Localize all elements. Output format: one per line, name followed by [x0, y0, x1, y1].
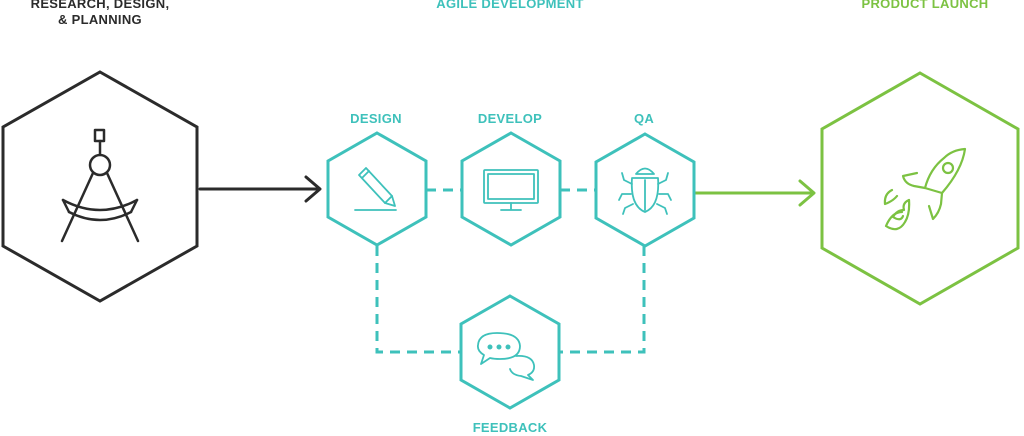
- feedback-hexagon: [459, 294, 561, 410]
- launch-node: [820, 71, 1020, 306]
- research-stage-title-line2: & PLANNING: [58, 12, 142, 27]
- rocket-icon: [883, 147, 967, 231]
- design-node: [326, 131, 428, 247]
- design-to-feedback-connector: [375, 246, 460, 354]
- research-hexagon: [1, 70, 199, 303]
- agile-stage-title: AGILE DEVELOPMENT: [436, 0, 584, 11]
- agile-dashed-connectors: [375, 188, 646, 354]
- design-hexagon: [326, 131, 428, 247]
- qa-step-label: QA: [633, 111, 655, 126]
- develop-hexagon: [460, 131, 562, 247]
- develop-step-label: DEVELOP: [477, 111, 543, 126]
- qa-node: [594, 132, 696, 248]
- develop-node: [460, 131, 562, 247]
- chat-bubbles-icon: [476, 332, 536, 381]
- design-step-label: DESIGN: [350, 111, 402, 126]
- research-node: [1, 70, 199, 303]
- research-stage-title: RESEARCH, DESIGN, & PLANNING: [0, 0, 200, 28]
- feedback-node: [459, 294, 561, 410]
- monitor-icon: [483, 169, 539, 211]
- bug-icon: [618, 167, 672, 215]
- drafting-compass-icon: [60, 128, 140, 243]
- launch-stage-title: PRODUCT LAUNCH: [861, 0, 989, 11]
- launch-hexagon: [820, 71, 1020, 306]
- research-to-design-arrow: [198, 175, 322, 203]
- research-stage-title-line1: RESEARCH, DESIGN,: [30, 0, 170, 11]
- qa-to-launch-arrow: [692, 179, 816, 207]
- feedback-step-label: FEEDBACK: [472, 420, 548, 435]
- qa-to-feedback-connector: [560, 246, 646, 354]
- pencil-icon: [354, 167, 397, 211]
